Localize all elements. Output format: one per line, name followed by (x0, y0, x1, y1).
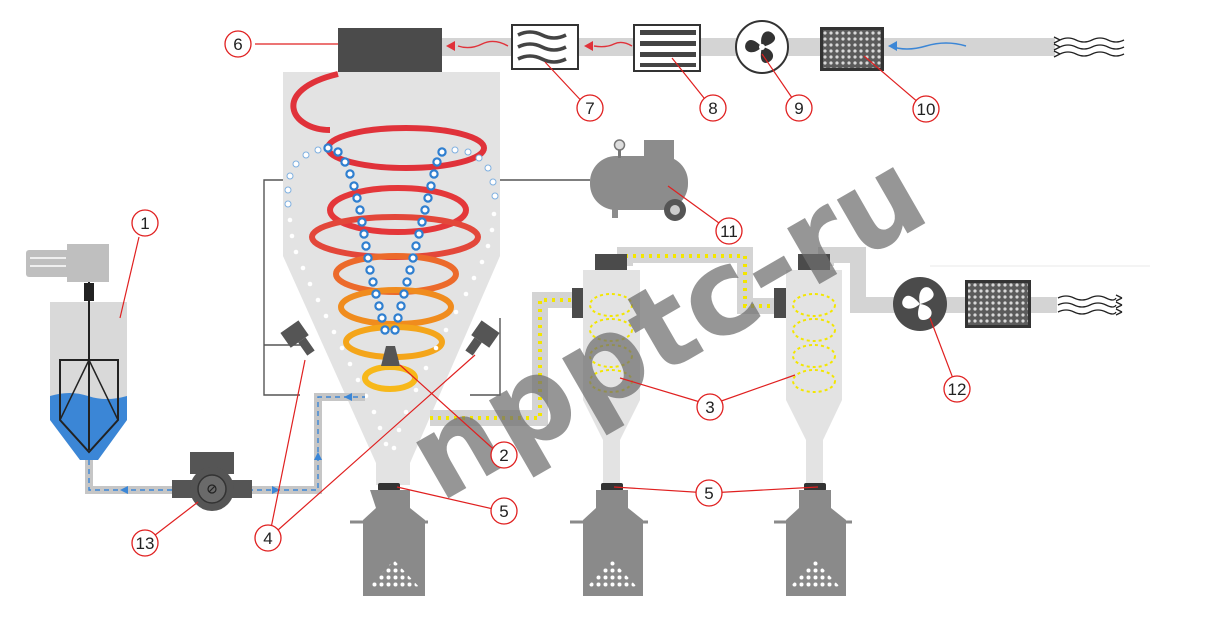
feed-line (85, 393, 365, 494)
svg-text:13: 13 (136, 534, 155, 553)
spray-droplets (323, 143, 447, 335)
cyclone-1 (572, 254, 640, 491)
powder-flow (430, 254, 790, 420)
svg-text:2: 2 (499, 446, 508, 465)
compressed-air-lines (263, 179, 590, 396)
blue-air-arrow (889, 42, 967, 50)
callout-3: 3 (696, 393, 724, 421)
side-nozzle-right (465, 320, 500, 356)
svg-text:1: 1 (140, 214, 149, 233)
exhaust-filter-icon (965, 280, 1031, 328)
callout-1: 1 (131, 209, 159, 237)
feed-tank (50, 282, 127, 460)
exhaust-fan-icon (893, 277, 947, 331)
heater-icon (633, 24, 701, 72)
chamber-neck (376, 463, 410, 491)
svg-text:12: 12 (948, 380, 967, 399)
atomizer-nozzle (381, 346, 400, 366)
callout-10: 10 (912, 95, 940, 123)
callout-11: 11 (715, 217, 743, 245)
callout-4: 4 (254, 524, 282, 552)
svg-text:5: 5 (499, 502, 508, 521)
collector-bin-2 (570, 490, 648, 596)
falling-powder (287, 211, 497, 469)
air-distributor-icon (511, 24, 579, 70)
exhaust-duct (1031, 297, 1057, 313)
callout-6: 6 (224, 30, 252, 58)
motor-icon (26, 244, 109, 301)
pump-icon (172, 452, 252, 511)
svg-text:7: 7 (585, 99, 594, 118)
leader-lines (119, 43, 958, 543)
svg-text:10: 10 (917, 100, 936, 119)
collector-bin-1 (350, 490, 428, 596)
red-arrowhead-icon-2 (446, 41, 455, 51)
callout-9: 9 (785, 94, 813, 122)
air-disperser-block (338, 28, 442, 73)
inlet-air-arrows-icon (1053, 36, 1125, 58)
svg-text:4: 4 (263, 529, 272, 548)
compressor-icon (590, 139, 688, 221)
callout-5-main: 5 (490, 497, 518, 525)
blue-arrowhead-icon (888, 41, 897, 51)
svg-text:5: 5 (704, 484, 713, 503)
drying-chamber (283, 72, 500, 463)
exhaust-arrows-icon (1057, 294, 1123, 316)
svg-text:3: 3 (705, 398, 714, 417)
callout-7: 7 (576, 94, 604, 122)
svg-text:11: 11 (720, 222, 738, 241)
callout-5-cyclones: 5 (695, 479, 723, 507)
callout-12: 12 (943, 375, 971, 403)
red-arrowhead-icon (584, 41, 593, 51)
side-nozzle-left (280, 320, 315, 356)
supply-fan-icon (735, 20, 789, 74)
hot-air-arrow-2 (457, 40, 509, 49)
callout-2: 2 (490, 441, 518, 469)
cyclone-2 (774, 254, 842, 491)
hot-air-arrow (593, 41, 633, 48)
collector-bin-3 (774, 490, 852, 596)
spray-mist (284, 146, 499, 208)
callout-13: 13 (131, 529, 159, 557)
svg-text:8: 8 (708, 99, 717, 118)
svg-text:9: 9 (794, 99, 803, 118)
svg-text:6: 6 (233, 35, 242, 54)
hot-air-spiral (290, 71, 487, 392)
callout-8: 8 (699, 94, 727, 122)
